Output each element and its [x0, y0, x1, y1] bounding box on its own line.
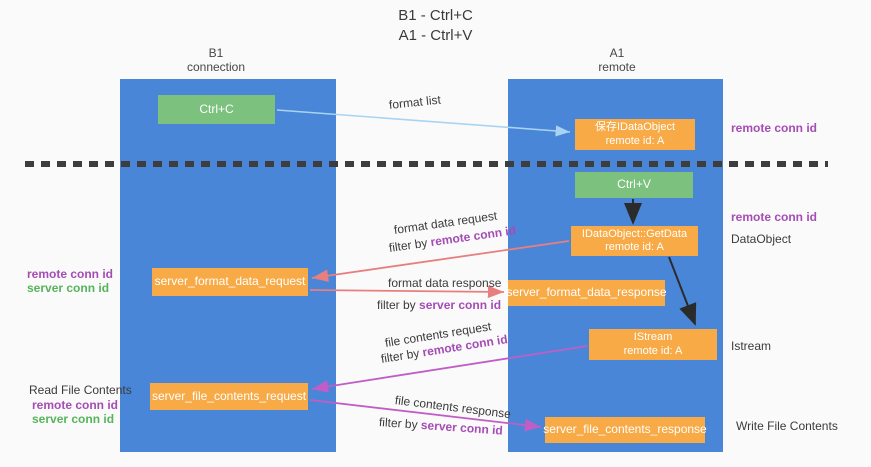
read-file-contents-label: Read File Contents — [29, 383, 132, 397]
file-response-filter-label: filter by server conn id — [379, 415, 504, 438]
format-data-response-arrow — [309, 285, 505, 299]
ctrl-v-box: Ctrl+V — [575, 172, 693, 198]
server-conn-id-text: server conn id — [420, 417, 504, 438]
getdata-box: IDataObject::GetData remote id: A — [571, 226, 698, 256]
save-dataobject-line2: remote id: A — [605, 134, 665, 147]
ctrl-v-label: Ctrl+V — [617, 177, 651, 192]
server-format-data-request-label: server_format_data_request — [154, 274, 306, 289]
server-format-data-request-box: server_format_data_request — [152, 268, 308, 296]
filter-by-text: filter by — [378, 415, 422, 432]
left-lane-name: B1 — [208, 46, 224, 60]
server-format-data-response-label: server_format_data_response — [506, 285, 667, 300]
istream-box: IStream remote id: A — [589, 329, 717, 360]
server-file-contents-request-label: server_file_contents_request — [151, 388, 307, 403]
filter-by-text: filter by — [377, 298, 420, 312]
right-remote-conn-id-label-mid: remote conn id — [731, 210, 818, 224]
diagram-title: B1 - Ctrl+C A1 - Ctrl+V — [0, 6, 871, 46]
title-line-1: B1 - Ctrl+C — [398, 7, 473, 24]
filter-by-text: filter by — [388, 235, 432, 255]
format-data-response-label: format data response — [388, 276, 502, 290]
right-lane-header: A1 remote — [557, 46, 677, 74]
server-file-contents-request-box: server_file_contents_request — [150, 383, 308, 410]
dashed-separator — [25, 161, 828, 167]
ctrl-c-box: Ctrl+C — [158, 95, 275, 124]
server-conn-id-text: server conn id — [419, 298, 502, 312]
left-remote-conn-id-label: remote conn id — [27, 267, 114, 281]
save-dataobject-box: 保存IDataObject remote id: A — [575, 119, 695, 150]
getdata-line2: remote id: A — [605, 241, 664, 253]
save-dataobject-line1: 保存IDataObject — [594, 121, 676, 133]
server-file-contents-response-label: server_file_contents_response — [543, 422, 707, 437]
getdata-line1: IDataObject::GetData — [581, 227, 688, 240]
left-remote-conn-id-label-2: remote conn id — [32, 398, 119, 412]
right-lane-name: A1 — [609, 46, 625, 60]
left-server-conn-id-label-2: server conn id — [32, 412, 115, 426]
dataobject-label: DataObject — [731, 232, 792, 246]
server-format-data-response-box: server_format_data_response — [506, 280, 667, 306]
left-server-conn-id-label: server conn id — [27, 281, 110, 295]
right-remote-conn-id-label-top: remote conn id — [731, 121, 818, 135]
ctrl-c-label: Ctrl+C — [199, 101, 234, 116]
istream-line2: remote id: A — [623, 344, 683, 357]
server-file-contents-response-box: server_file_contents_response — [543, 417, 707, 443]
format-response-filter-label: filter by server conn id — [377, 298, 501, 312]
title-line-2: A1 - Ctrl+V — [398, 27, 473, 44]
format-list-label: format list — [388, 92, 442, 112]
left-lane-header: B1 connection — [156, 46, 276, 74]
write-file-contents-label: Write File Contents — [736, 419, 838, 433]
right-lane-subtitle: remote — [598, 60, 636, 74]
left-lane-subtitle: connection — [186, 60, 246, 74]
istream-line1: IStream — [633, 331, 673, 343]
istream-side-label: Istream — [731, 339, 772, 353]
